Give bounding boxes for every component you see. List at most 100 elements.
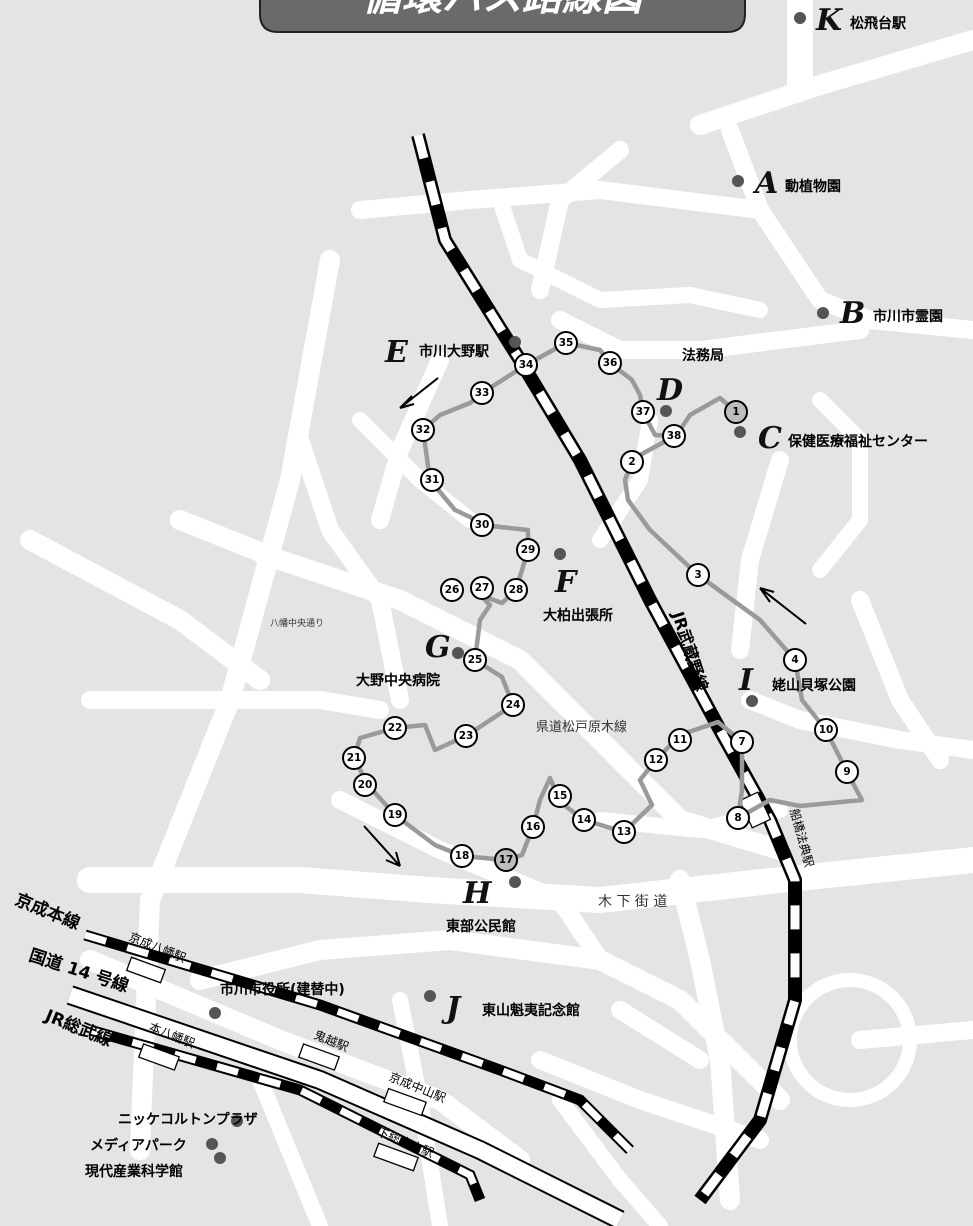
bus-stop-7[interactable]: 7 <box>730 730 754 754</box>
svg-text:13: 13 <box>617 826 632 838</box>
bus-stop-2[interactable]: 2 <box>620 450 644 474</box>
svg-text:35: 35 <box>559 337 574 349</box>
bus-stop-38[interactable]: 38 <box>662 424 686 448</box>
svg-text:東部公民館: 東部公民館 <box>446 918 516 935</box>
poi-f[interactable]: F 大柏出張所 <box>543 548 613 624</box>
poi-c[interactable]: C 保健医療福祉センター <box>734 421 928 456</box>
svg-text:30: 30 <box>475 519 490 531</box>
jr-sobu-line <box>88 1024 486 1203</box>
bus-stop-36[interactable]: 36 <box>598 351 622 375</box>
svg-text:C: C <box>758 421 782 456</box>
bus-stop-29[interactable]: 29 <box>516 538 540 562</box>
bus-stop-17[interactable]: 17 <box>494 848 518 872</box>
svg-text:18: 18 <box>455 850 470 862</box>
svg-text:7: 7 <box>738 736 745 748</box>
bus-stop-19[interactable]: 19 <box>383 803 407 827</box>
bus-stop-37[interactable]: 37 <box>631 400 655 424</box>
bus-stop-34[interactable]: 34 <box>514 353 538 377</box>
media-park[interactable]: メディアパーク <box>90 1137 218 1154</box>
bus-stop-14[interactable]: 14 <box>572 808 596 832</box>
poi-b[interactable]: B 市川市霊園 <box>817 296 943 331</box>
svg-text:現代産業科学館: 現代産業科学館 <box>85 1163 183 1180</box>
bus-stop-31[interactable]: 31 <box>420 468 444 492</box>
svg-text:32: 32 <box>416 424 431 436</box>
bus-stop-28[interactable]: 28 <box>504 578 528 602</box>
svg-text:34: 34 <box>519 359 534 371</box>
svg-text:16: 16 <box>526 821 541 833</box>
svg-text:A: A <box>752 166 778 201</box>
svg-text:8: 8 <box>734 812 741 824</box>
svg-text:K: K <box>815 3 844 38</box>
kinoshita-label: 木 下 街 道 <box>598 894 667 910</box>
svg-text:24: 24 <box>506 699 521 711</box>
science-museum[interactable]: 現代産業科学館 <box>85 1152 226 1180</box>
road-network <box>20 0 973 1226</box>
svg-text:H: H <box>462 876 493 911</box>
svg-text:ニッケコルトンプラザ: ニッケコルトンプラザ <box>118 1112 258 1128</box>
svg-text:1: 1 <box>732 406 739 418</box>
svg-text:25: 25 <box>468 654 483 666</box>
bus-stop-30[interactable]: 30 <box>470 513 494 537</box>
svg-text:市川大野駅: 市川大野駅 <box>419 343 490 360</box>
nikke-colton-plaza[interactable]: ニッケコルトンプラザ <box>118 1112 258 1128</box>
svg-text:27: 27 <box>475 582 490 594</box>
bus-stop-20[interactable]: 20 <box>353 773 377 797</box>
bus-stop-15[interactable]: 15 <box>548 784 572 808</box>
svg-text:31: 31 <box>425 474 440 486</box>
svg-text:22: 22 <box>388 722 403 734</box>
svg-text:G: G <box>425 630 451 665</box>
bus-stop-10[interactable]: 10 <box>814 718 838 742</box>
svg-text:B: B <box>839 296 865 331</box>
bus-stop-18[interactable]: 18 <box>450 844 474 868</box>
bus-stop-23[interactable]: 23 <box>454 724 478 748</box>
svg-text:15: 15 <box>553 790 568 802</box>
svg-text:17: 17 <box>499 854 514 866</box>
svg-text:28: 28 <box>509 584 524 596</box>
bus-stop-16[interactable]: 16 <box>521 815 545 839</box>
direction-arrows <box>363 377 807 867</box>
bus-stop-33[interactable]: 33 <box>470 381 494 405</box>
route-14-road <box>66 985 625 1226</box>
bus-stop-3[interactable]: 3 <box>686 563 710 587</box>
bus-stop-22[interactable]: 22 <box>383 716 407 740</box>
bus-stops: 1 2 3 4 7 8 9 10 11 12 13 14 15 16 17 18… <box>342 331 859 872</box>
svg-text:法務局: 法務局 <box>682 347 724 364</box>
city-hall[interactable]: 市川市役所(建替中) <box>209 981 345 1019</box>
svg-text:松飛台駅: 松飛台駅 <box>850 15 907 32</box>
bus-stop-25[interactable]: 25 <box>463 648 487 672</box>
bus-stop-12[interactable]: 12 <box>644 748 668 772</box>
svg-text:21: 21 <box>347 752 362 764</box>
station-boxes <box>125 791 772 1172</box>
bus-stop-35[interactable]: 35 <box>554 331 578 355</box>
svg-text:12: 12 <box>649 754 664 766</box>
bus-stop-27[interactable]: 27 <box>470 576 494 600</box>
bus-stop-24[interactable]: 24 <box>501 693 525 717</box>
svg-text:F: F <box>554 565 579 600</box>
bus-stop-13[interactable]: 13 <box>612 820 636 844</box>
svg-text:保健医療福祉センター: 保健医療福祉センター <box>787 433 928 450</box>
svg-text:大柏出張所: 大柏出張所 <box>543 607 613 624</box>
svg-text:37: 37 <box>636 406 651 418</box>
bus-stop-8[interactable]: 8 <box>726 806 750 830</box>
poi-h[interactable]: H 東部公民館 <box>446 876 521 935</box>
bus-stop-26[interactable]: 26 <box>440 578 464 602</box>
kendo-label: 県道松戸原木線 <box>536 719 627 735</box>
poi-k[interactable]: K 松飛台駅 <box>794 3 907 38</box>
bus-stop-4[interactable]: 4 <box>783 648 807 672</box>
svg-text:市川市霊園: 市川市霊園 <box>873 308 943 325</box>
svg-text:33: 33 <box>475 387 490 399</box>
bus-stop-9[interactable]: 9 <box>835 760 859 784</box>
bus-stop-11[interactable]: 11 <box>668 728 692 752</box>
bus-stop-21[interactable]: 21 <box>342 746 366 770</box>
bus-stop-32[interactable]: 32 <box>411 418 435 442</box>
bus-stop-1[interactable]: 1 <box>724 400 748 424</box>
svg-text:19: 19 <box>388 809 403 821</box>
svg-text:J: J <box>441 991 462 1026</box>
